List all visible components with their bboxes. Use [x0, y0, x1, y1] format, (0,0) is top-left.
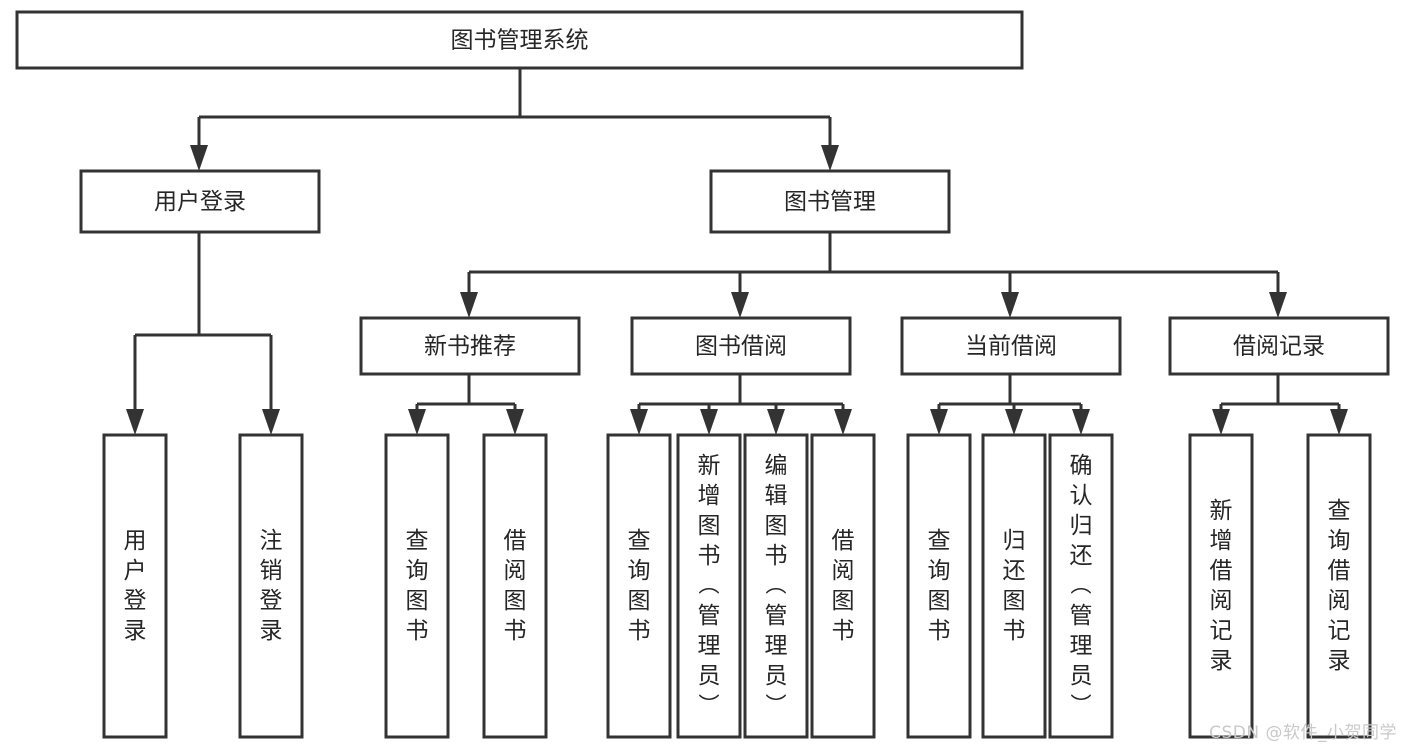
node-label-leaf-current-confirm: 确认归还︵管理员︶	[1070, 453, 1093, 718]
node-box-leaf-user-login	[102, 433, 168, 739]
node-bookmgr[interactable]: 图书管理	[709, 169, 951, 234]
connector-root	[190, 68, 839, 171]
node-box-leaf-new-borrow	[482, 433, 548, 739]
node-box-leaf-record-query	[1306, 433, 1372, 739]
connector-login	[126, 232, 280, 435]
node-label-leaf-user-login: 用户登录	[124, 528, 147, 644]
node-box-current	[900, 316, 1122, 376]
node-box-leaf-current-confirm	[1048, 433, 1114, 739]
node-leaf-user-logout[interactable]: 注销登录	[238, 433, 304, 739]
node-label-leaf-user-logout: 注销登录	[260, 528, 283, 644]
node-box-leaf-borrow-edit	[743, 433, 809, 739]
node-label-leaf-current-return: 归还图书	[1003, 528, 1026, 644]
node-label-leaf-borrow-query: 查询图书	[628, 528, 651, 644]
node-box-leaf-borrow-query	[606, 433, 672, 739]
node-label-leaf-current-query: 查询图书	[928, 528, 951, 644]
node-label-leaf-borrow-edit: 编辑图书︵管理员︶	[765, 453, 788, 718]
node-leaf-record-query[interactable]: 查询借阅记录	[1306, 433, 1372, 739]
connector-current	[930, 374, 1090, 435]
node-label-record: 借阅记录	[1233, 334, 1325, 360]
node-box-leaf-borrow-lend	[810, 433, 876, 739]
node-label-leaf-new-borrow: 借阅图书	[504, 528, 527, 644]
node-box-leaf-user-logout	[238, 433, 304, 739]
node-label-current: 当前借阅	[965, 334, 1057, 360]
node-leaf-user-login[interactable]: 用户登录	[102, 433, 168, 739]
node-leaf-current-query[interactable]: 查询图书	[906, 433, 972, 739]
node-label-leaf-record-query: 查询借阅记录	[1328, 498, 1351, 674]
node-label-leaf-borrow-add: 新增图书︵管理员︶	[698, 453, 721, 718]
node-box-bookmgr	[709, 169, 951, 234]
node-record[interactable]: 借阅记录	[1168, 316, 1390, 376]
node-leaf-borrow-query[interactable]: 查询图书	[606, 433, 672, 739]
node-leaf-current-return[interactable]: 归还图书	[981, 433, 1047, 739]
node-box-leaf-borrow-add	[676, 433, 742, 739]
connector-borrow	[630, 374, 852, 435]
node-leaf-record-add[interactable]: 新增借阅记录	[1188, 433, 1254, 739]
node-root[interactable]: 图书管理系统	[15, 10, 1024, 70]
node-label-newbook: 新书推荐	[424, 334, 516, 360]
node-box-login	[79, 169, 321, 234]
node-label-leaf-new-query: 查询图书	[406, 528, 429, 644]
node-label-bookmgr: 图书管理	[784, 189, 876, 215]
node-label-root: 图书管理系统	[451, 28, 589, 54]
node-label-borrow: 图书借阅	[695, 334, 787, 360]
node-label-leaf-borrow-lend: 借阅图书	[832, 528, 855, 644]
node-box-leaf-new-query	[384, 433, 450, 739]
node-borrow[interactable]: 图书借阅	[630, 316, 852, 376]
connector-newbook	[408, 374, 524, 435]
node-box-leaf-current-return	[981, 433, 1047, 739]
node-label-leaf-record-add: 新增借阅记录	[1210, 498, 1233, 674]
node-leaf-new-borrow[interactable]: 借阅图书	[482, 433, 548, 739]
node-box-borrow	[630, 316, 852, 376]
node-leaf-borrow-lend[interactable]: 借阅图书	[810, 433, 876, 739]
node-login[interactable]: 用户登录	[79, 169, 321, 234]
node-leaf-current-confirm[interactable]: 确认归还︵管理员︶	[1048, 433, 1114, 739]
node-box-record	[1168, 316, 1390, 376]
node-label-login: 用户登录	[154, 189, 246, 215]
node-box-root	[15, 10, 1024, 70]
node-box-leaf-current-query	[906, 433, 972, 739]
node-leaf-borrow-add[interactable]: 新增图书︵管理员︶	[676, 433, 742, 739]
node-newbook[interactable]: 新书推荐	[359, 316, 581, 376]
node-current[interactable]: 当前借阅	[900, 316, 1122, 376]
node-leaf-new-query[interactable]: 查询图书	[384, 433, 450, 739]
node-leaf-borrow-edit[interactable]: 编辑图书︵管理员︶	[743, 433, 809, 739]
node-box-leaf-record-add	[1188, 433, 1254, 739]
node-box-newbook	[359, 316, 581, 376]
connector-record	[1212, 374, 1348, 435]
connector-bookmgr	[460, 232, 1287, 318]
